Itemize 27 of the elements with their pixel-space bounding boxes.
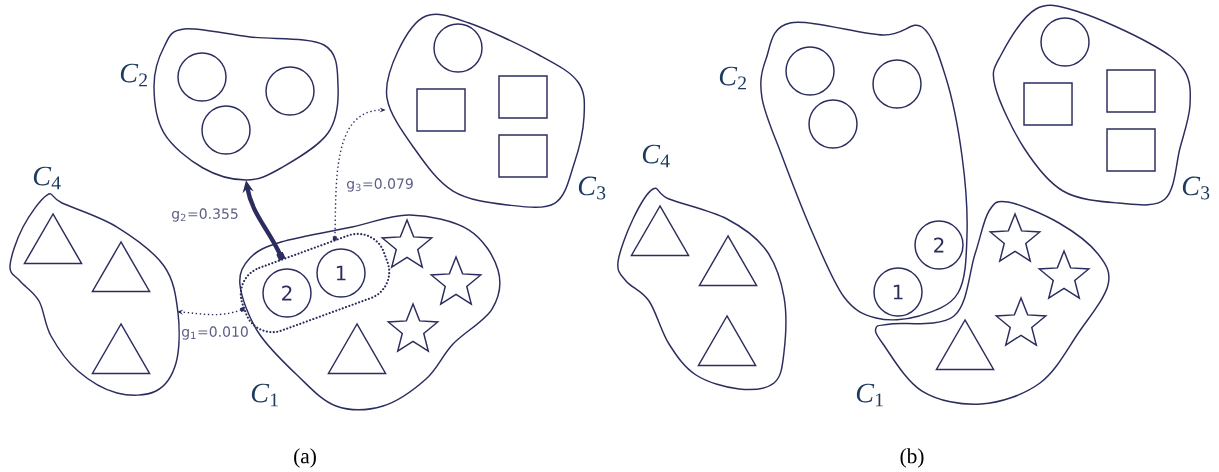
edge-label: g$_{2}$=0.355	[169, 207, 241, 223]
square-symbol	[1106, 69, 1156, 113]
edge-label: g$_{1}$=0.010	[179, 325, 251, 341]
square-symbol	[1106, 128, 1156, 172]
circle-symbol	[1040, 17, 1090, 67]
panel-caption: (b)	[900, 448, 924, 468]
circle-symbol	[808, 99, 858, 149]
cluster-label: C$_{1}$	[856, 383, 883, 407]
cluster-label: C$_{4}$	[642, 144, 670, 168]
square-symbol	[416, 88, 466, 132]
circle-symbol	[177, 52, 227, 102]
cluster-label: C$_{2}$	[719, 66, 746, 90]
square-symbol	[1023, 82, 1073, 126]
cluster-label: C$_{3}$	[578, 176, 606, 200]
cluster-label: C$_{2}$	[120, 63, 147, 87]
square-symbol	[498, 134, 548, 178]
circle-symbol	[872, 59, 922, 109]
circle-symbol	[785, 46, 835, 96]
square-symbol	[498, 75, 548, 119]
edge-label: g$_{3}$=0.079	[344, 177, 416, 193]
circle-symbol	[201, 105, 251, 155]
cluster-label: C$_{3}$	[1182, 176, 1210, 200]
panel-caption: (a)	[294, 448, 316, 468]
cluster-label: C$_{4}$	[33, 166, 61, 190]
cluster-label: C$_{1}$	[251, 383, 278, 407]
circle-symbol	[433, 23, 483, 73]
circle-symbol	[265, 66, 315, 116]
